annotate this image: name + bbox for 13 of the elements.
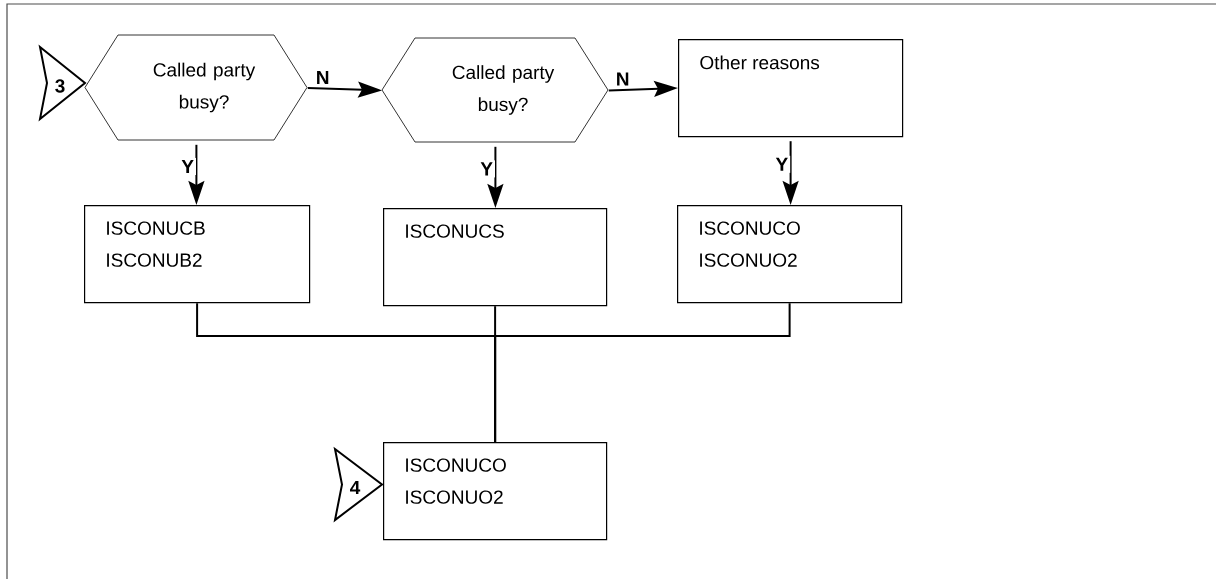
edge-label: N (613, 70, 632, 88)
edge-label: Y (179, 157, 196, 175)
process-box: ISCONUCO ISCONUO2 (677, 205, 903, 304)
process-box: ISCONUCS (383, 208, 608, 307)
decision-hexagon: Called party busy? (84, 34, 308, 141)
process-box: Other reasons (678, 39, 904, 138)
process-box: ISCONUCO ISCONUO2 (383, 442, 608, 541)
process-box: ISCONUCB ISCONUB2 (84, 205, 311, 304)
edge-label: N (313, 68, 332, 86)
decision-hexagon: Called party busy? (381, 37, 609, 143)
connector-line (494, 302, 791, 443)
edge-label: Y (773, 155, 791, 173)
edge-label: Y (478, 160, 495, 178)
